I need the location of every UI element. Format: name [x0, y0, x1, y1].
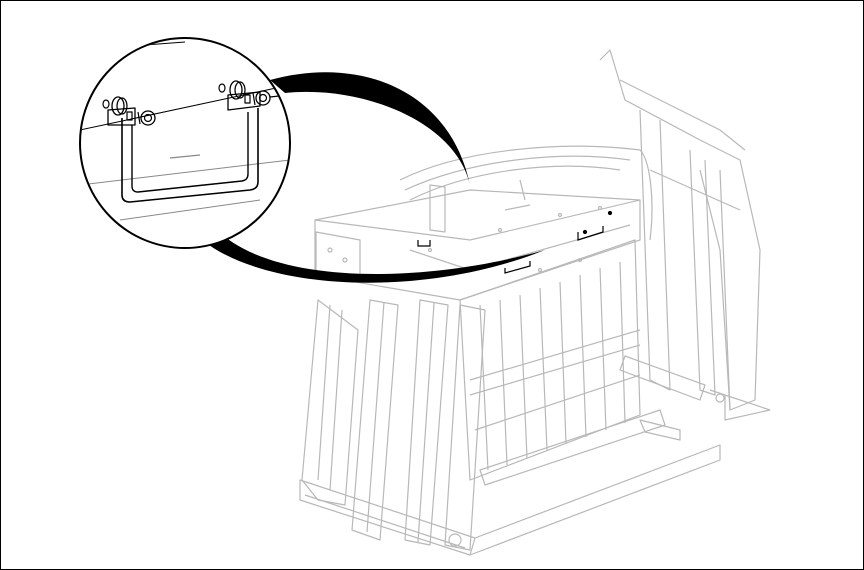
callout-leader-band-lower [200, 228, 545, 283]
left-upright [351, 299, 399, 541]
detail-circle [79, 37, 291, 249]
handle-markers [417, 210, 613, 274]
left-frame-leg [301, 299, 359, 506]
side-panel [459, 239, 641, 481]
front-post [404, 299, 449, 546]
front-post-2 [444, 304, 486, 551]
head-gate [599, 49, 761, 411]
left-frame-inner [317, 304, 343, 491]
handle-icon [121, 108, 259, 203]
callout-leader-band [270, 72, 470, 185]
lower-cylinder [619, 355, 706, 401]
hydraulic-lines [399, 145, 653, 241]
rivets [427, 205, 603, 273]
top-frame [314, 199, 641, 301]
machine-drawing [299, 49, 771, 556]
